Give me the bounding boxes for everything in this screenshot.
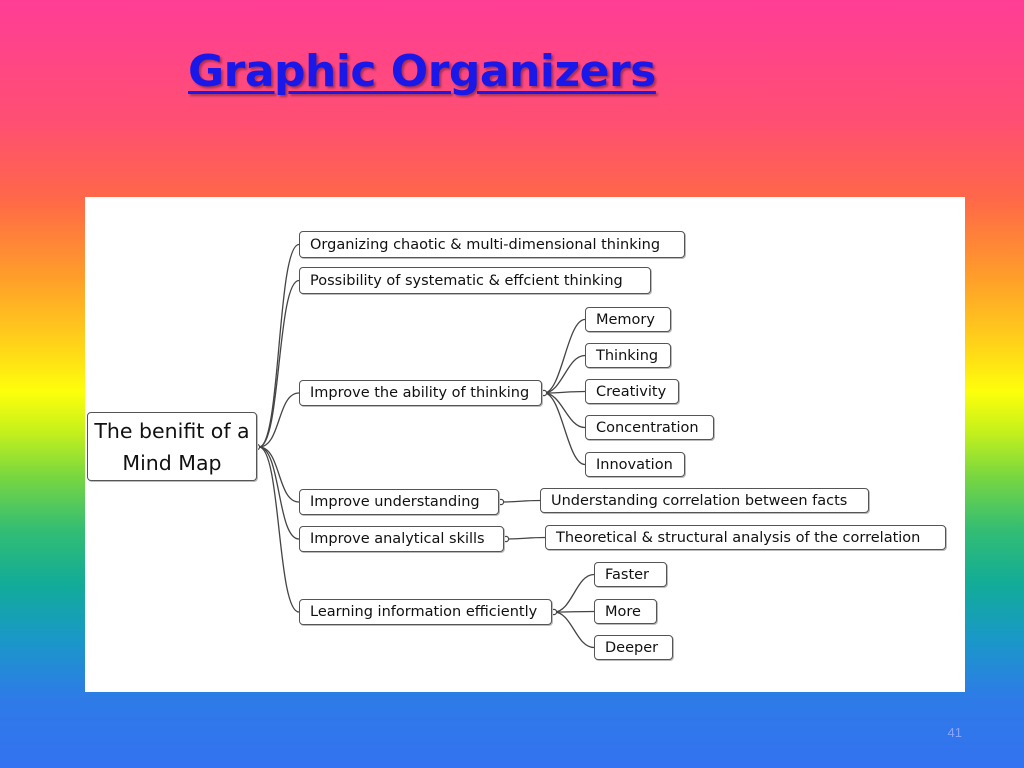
branch-node: Learning information efficiently xyxy=(299,599,552,625)
branch-connector-line xyxy=(543,390,586,394)
branch-junction-dot xyxy=(497,498,505,506)
root-node: The benifit of a Mind Map xyxy=(87,412,257,481)
branch-connector-line xyxy=(543,392,586,466)
branch-node: Improve the ability of thinking xyxy=(299,380,542,406)
root-connector-line xyxy=(258,243,300,448)
page-number: 41 xyxy=(947,725,962,740)
root-connector-line xyxy=(258,446,300,503)
branch-connector-line xyxy=(505,536,546,540)
child-node: Understanding correlation between facts xyxy=(540,488,869,513)
child-node: Innovation xyxy=(585,452,685,477)
root-connector-line xyxy=(258,392,300,448)
branch-connector-line xyxy=(500,499,541,503)
slide-title: Graphic Organizers xyxy=(188,46,656,97)
branch-node: Improve analytical skills xyxy=(299,526,504,552)
branch-junction-dot xyxy=(540,389,548,397)
root-connector-line xyxy=(258,446,300,613)
connector-lines xyxy=(253,243,595,649)
child-node: Concentration xyxy=(585,415,714,440)
child-node: Memory xyxy=(585,307,671,332)
child-node: Faster xyxy=(594,562,667,587)
root-connector-line xyxy=(258,279,300,448)
child-node: Theoretical & structural analysis of the… xyxy=(545,525,946,550)
child-node: Creativity xyxy=(585,379,679,404)
child-node: Thinking xyxy=(585,343,671,368)
branch-node: Organizing chaotic & multi-dimensional t… xyxy=(299,231,685,258)
branch-junction-dot xyxy=(550,608,558,616)
branch-connector-line xyxy=(543,318,586,394)
branch-node: Improve understanding xyxy=(299,489,499,515)
branch-node: Possibility of systematic & effcient thi… xyxy=(299,267,651,294)
root-connector-line xyxy=(258,446,300,540)
branch-connector-line xyxy=(553,611,595,649)
branch-connector-line xyxy=(553,610,595,613)
child-node: More xyxy=(594,599,657,624)
mind-map-diagram: The benifit of a Mind Map Organizing cha… xyxy=(85,197,965,692)
branch-junction-dot xyxy=(502,535,510,543)
branch-connector-line xyxy=(553,573,595,613)
child-node: Deeper xyxy=(594,635,673,660)
branch-connector-line xyxy=(543,354,586,394)
branch-connector-line xyxy=(543,392,586,429)
